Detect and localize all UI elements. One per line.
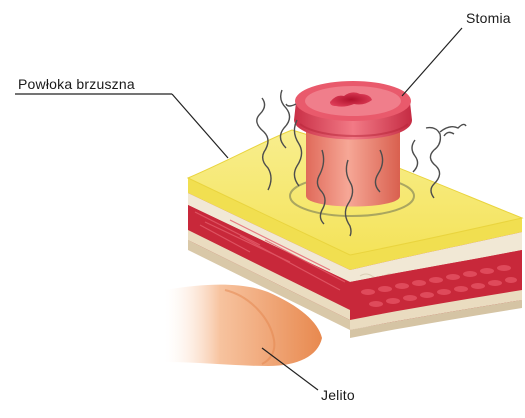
leader-powloka-diagonal xyxy=(172,94,228,158)
label-abdominal-wall: Powłoka brzuszna xyxy=(18,76,135,92)
stoma xyxy=(294,81,412,207)
label-intestine: Jelito xyxy=(321,387,355,403)
leader-stomia xyxy=(402,28,462,96)
label-stomia: Stomia xyxy=(466,10,511,26)
